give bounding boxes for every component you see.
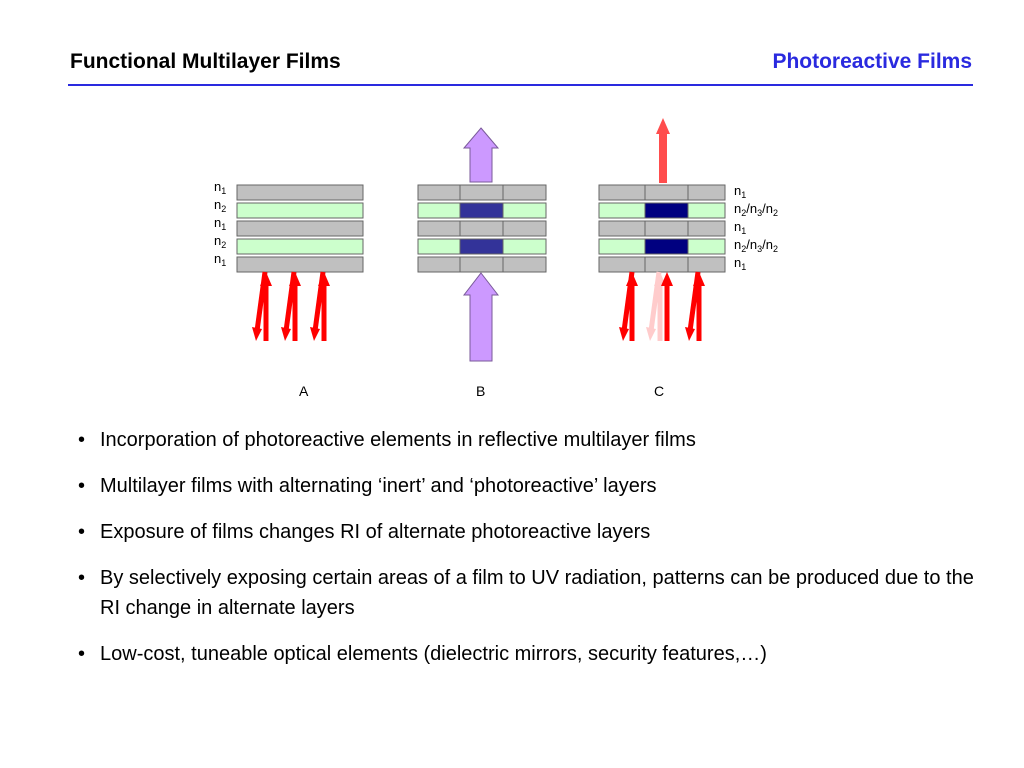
panel-b-layer-n2-segment [502,202,547,219]
panel-c-ray-3-incident-head [685,327,695,341]
panel-a-layer-label: n1 [214,215,227,232]
panel-c-layer-label: n1 [734,219,747,236]
panel-a-ray-2-reflected-head [289,272,301,286]
panel-c-layer-label: n2/n3/n2 [734,237,778,254]
panel-c-layer-n1-segment [644,256,689,273]
panel-a-layer-label: n2 [214,233,227,250]
panel-b-layer-n1-segment [417,220,461,237]
panel-c-ray-3-reflected-head [693,272,705,286]
layer-n1 [236,256,364,273]
bullet-item: By selectively exposing certain areas of… [70,563,975,623]
panel-a-layer-label: n1 [214,179,227,196]
panel-b-exposed-layer-segment [459,202,504,219]
layer-n1 [236,220,364,237]
panel-c-layer-n1-segment [687,256,726,273]
panel-c-exposed-layer-segment [644,238,689,255]
bullet-item: Multilayer films with alternating ‘inert… [70,471,975,501]
panel-c-layer-n1-segment [644,184,689,201]
layer-n2 [236,238,364,255]
panel-b-layer-n1-segment [459,220,504,237]
bullet-list: Incorporation of photoreactive elements … [70,425,975,685]
panel-c-layer-n1-segment [644,220,689,237]
panel-c-layer-n1-segment [687,220,726,237]
panel-b-layer-n1-segment [417,256,461,273]
panel-a-ray-2-incident-head [281,327,291,341]
panel-a-layer-label: n2 [214,197,227,214]
panel-c-layer-label: n1 [734,183,747,200]
bullet-item: Low-cost, tuneable optical elements (die… [70,639,975,669]
panel-b-layer-n1-segment [502,184,547,201]
panel-a-ray-3-incident-head [310,327,320,341]
reflected-output-arrowhead [656,118,670,134]
panel-c-layer-label: n1 [734,255,747,272]
layer-n2 [236,202,364,219]
panel-c-caption: C [654,383,665,399]
panel-b-layer-n2-segment [502,238,547,255]
panel-c-layer-n1-segment [598,220,646,237]
panel-c-ray-1-reflected-head [626,272,638,286]
panel-b-layer-n1-segment [459,184,504,201]
panel-b-layer-n1-segment [459,256,504,273]
panel-c-layer-n2-segment [687,202,726,219]
panel-c-layer-n1-segment [598,184,646,201]
panel-c-ray-2-reflected-head [661,272,673,286]
layer-n1 [236,184,364,201]
panel-c-layer-n2-segment [598,202,646,219]
bullet-item: Exposure of films changes RI of alternat… [70,517,975,547]
panel-a-caption: A [299,383,309,399]
header-divider [68,84,973,86]
panel-c-layer-n2-segment [598,238,646,255]
panel-c-exposed-layer-segment [644,202,689,219]
bullet-item: Incorporation of photoreactive elements … [70,425,975,455]
reflected-output-arrow [659,133,667,183]
panel-c-layer-label: n2/n3/n2 [734,201,778,218]
panel-a-ray-1-incident-head [252,327,262,341]
panel-b-layer-n2-segment [417,238,461,255]
panel-a-layer-label: n1 [214,251,227,268]
panel-b-layer-n2-segment [417,202,461,219]
panel-b-layer-n1-segment [502,220,547,237]
uv-output-arrow [462,127,500,183]
slide-section-title: Photoreactive Films [772,50,972,73]
panel-b-exposed-layer-segment [459,238,504,255]
slide-title: Functional Multilayer Films [70,50,341,73]
panel-c-layer-n1-segment [687,184,726,201]
panel-b-layer-n1-segment [502,256,547,273]
panel-c-layer-n1-segment [598,256,646,273]
panel-a-ray-1-reflected-head [260,272,272,286]
panel-b-layer-n1-segment [417,184,461,201]
panel-c-ray-1-incident-head [619,327,629,341]
multilayer-diagram [236,118,726,362]
panel-a-ray-3-reflected-head [318,272,330,286]
panel-b-caption: B [476,383,486,399]
uv-input-arrow [462,272,500,362]
panel-c-layer-n2-segment [687,238,726,255]
panel-c-faint-ray-incident-head [646,327,656,341]
